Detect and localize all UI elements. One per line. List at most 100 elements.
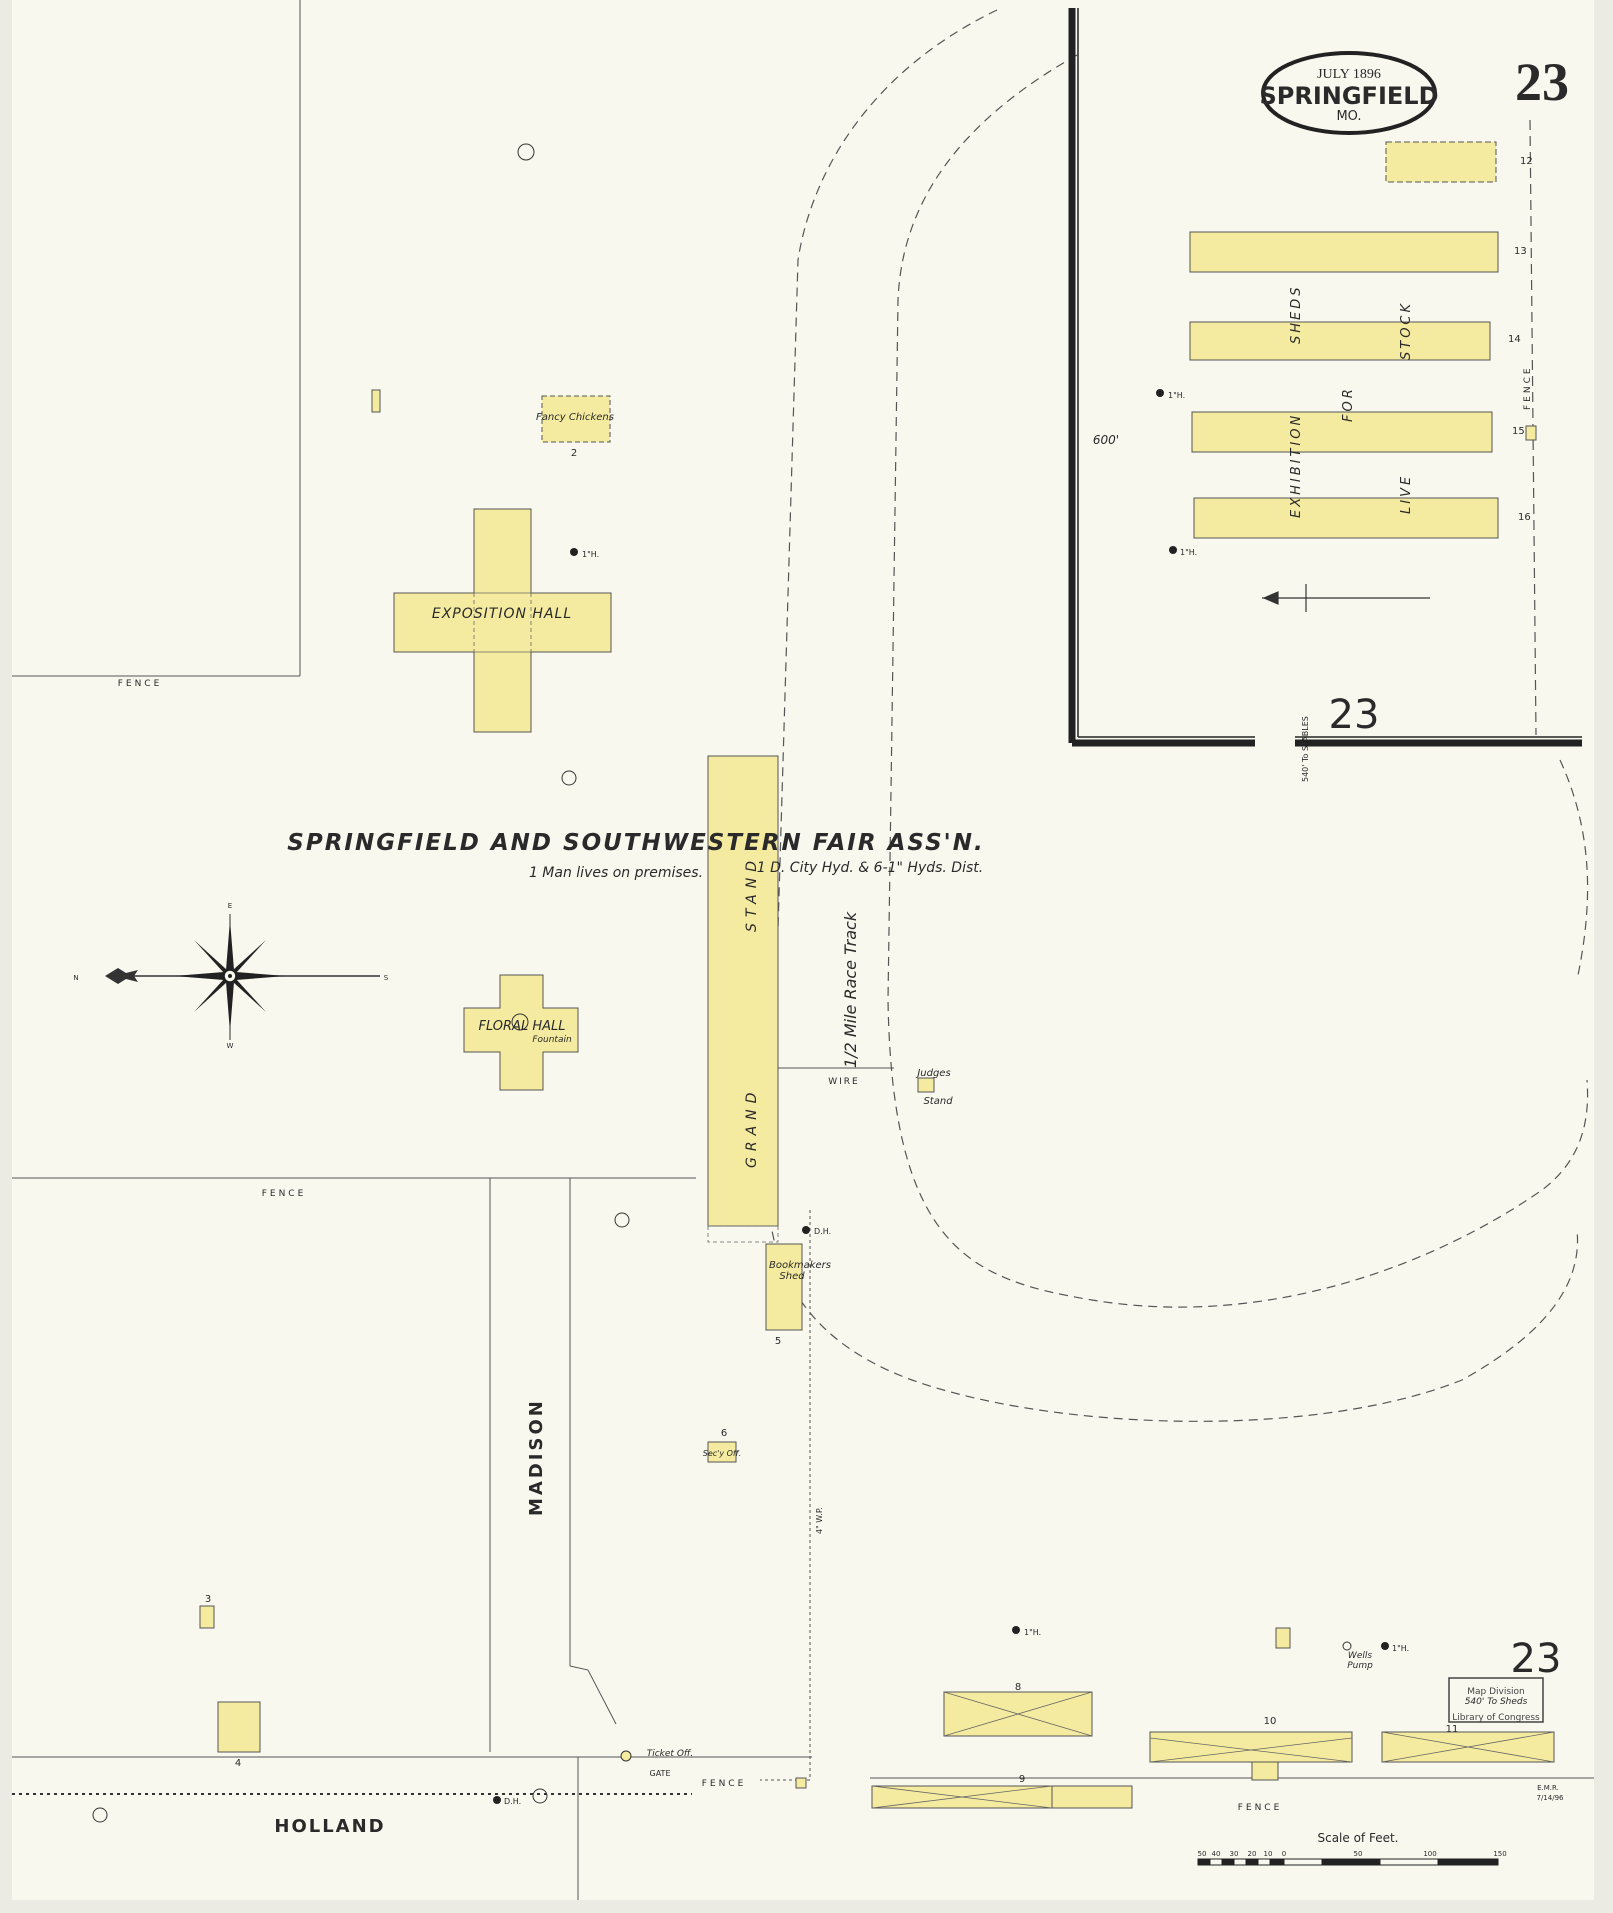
- compass-rose: [105, 914, 380, 1040]
- lot-number-10: 10: [1264, 1716, 1277, 1727]
- hydrant-label-2: 1"H.: [1168, 391, 1185, 400]
- race-track-label: 1/2 Mile Race Track: [841, 911, 860, 1068]
- lot-number-3: 3: [205, 1594, 211, 1605]
- fancy-chickens-label: Fancy Chickens: [536, 412, 614, 423]
- lot-number-9: 9: [1019, 1774, 1025, 1785]
- inset-sheet-number: 23: [1329, 692, 1380, 738]
- scale-tick-40: 40: [1212, 1850, 1221, 1858]
- header-date: JULY 1896: [1317, 67, 1381, 82]
- lot-number-2: 2: [571, 448, 577, 459]
- wells-pump-label-1: Wells: [1348, 1651, 1372, 1661]
- pipe-label: 4" W.P.: [815, 1507, 824, 1534]
- bookmakers-shed-building: [765, 1243, 803, 1331]
- header-city: SPRINGFIELD: [1259, 82, 1438, 110]
- header-state: MO.: [1336, 109, 1361, 124]
- sheds-word-exhibition: EXHIBITION: [1289, 413, 1304, 518]
- compass-e: E: [228, 902, 232, 910]
- judges-stand-label-1: Judges: [915, 1068, 950, 1079]
- race-track: [767, 9, 1589, 1422]
- judges-stand-building: [917, 1077, 935, 1093]
- map-sheet: JULY 1896 SPRINGFIELD MO. 23 SPRINGFIELD…: [12, 0, 1594, 1900]
- exposition-hall-label: EXPOSITION HALL: [432, 606, 572, 622]
- scale-tick-30: 30: [1230, 1850, 1239, 1858]
- hydrant-label-1: 1"H.: [582, 550, 599, 559]
- small-building-a: [371, 389, 381, 413]
- building-10: [1149, 1731, 1353, 1763]
- small-building-b: [795, 1777, 807, 1789]
- scale-bar: [1197, 1858, 1499, 1866]
- sheds-word-stock: STOCK: [1399, 301, 1414, 360]
- shed-14: [1189, 321, 1491, 361]
- madison-street-label: MADISON: [526, 1398, 547, 1516]
- bookmakers-label-2: Shed: [779, 1271, 805, 1282]
- fence-label-1: FENCE: [118, 679, 163, 689]
- initials-date: 7/14/96: [1537, 1794, 1565, 1802]
- water-pipe-line: [760, 1210, 811, 1781]
- hydrant-label-3: 1"H.: [1180, 548, 1197, 557]
- fence-label-inset: FENCE: [1523, 365, 1533, 410]
- inset-north-arrow: [1262, 584, 1430, 612]
- scale-tick-50a: 50: [1198, 1850, 1207, 1858]
- lot-number-6: 6: [721, 1428, 727, 1439]
- scale-tick-20: 20: [1248, 1850, 1257, 1858]
- building-4: [217, 1701, 261, 1753]
- grand-stand-building: [707, 755, 779, 1227]
- header-cartouche: [1261, 51, 1437, 135]
- compass-n: N: [73, 974, 78, 982]
- fence-label-3: FENCE: [702, 1779, 747, 1789]
- sanborn-map: JULY 1896 SPRINGFIELD MO. 23 SPRINGFIELD…: [12, 0, 1594, 1900]
- scale-tick-0: 0: [1282, 1850, 1286, 1858]
- text-layer: JULY 1896 SPRINGFIELD MO. 23 SPRINGFIELD…: [73, 52, 1569, 1858]
- bookmakers-label-1: Bookmakers: [769, 1260, 831, 1271]
- distance-600: 600': [1093, 433, 1119, 447]
- building-3: [199, 1605, 215, 1629]
- sheds-word-sheds: SHEDS: [1289, 284, 1304, 344]
- secty-office-building: [707, 1441, 737, 1463]
- inset-frame: [1068, 8, 1582, 747]
- scale-title: Scale of Feet.: [1317, 1831, 1398, 1845]
- hydrant-label-4: 1"H.: [1024, 1628, 1041, 1637]
- compass-s: S: [384, 974, 389, 982]
- fancy-chickens-building: [541, 395, 611, 443]
- scale-tick-10: 10: [1264, 1850, 1273, 1858]
- judges-stand-label-2: Stand: [923, 1096, 953, 1107]
- lower-sheet-number: 23: [1511, 1636, 1562, 1682]
- lot-number-4: 4: [235, 1758, 241, 1769]
- shed-12: [1385, 141, 1497, 183]
- lot-number-8: 8: [1015, 1682, 1021, 1693]
- sheet-number: 23: [1515, 52, 1569, 112]
- property-lines: [12, 0, 1594, 1900]
- building-9b: [1051, 1785, 1133, 1809]
- holland-street-label: HOLLAND: [274, 1816, 385, 1837]
- small-building-d: [1525, 425, 1537, 441]
- sheds-word-live: LIVE: [1399, 474, 1414, 514]
- hydrant-label-5: 1"H.: [1392, 1644, 1409, 1653]
- distance-540-sheds: 540' To Sheds: [1465, 1697, 1528, 1707]
- scale-tick-150: 150: [1493, 1850, 1506, 1858]
- scale-tick-50b: 50: [1354, 1850, 1363, 1858]
- fence-label-2: FENCE: [262, 1189, 307, 1199]
- grand-stand-label-1: GRAND: [744, 1087, 760, 1168]
- hydrant-markers: [493, 389, 1389, 1804]
- floral-hall-label: FLORAL HALL: [478, 1019, 565, 1034]
- dh-label-1: D.H.: [814, 1227, 831, 1236]
- building-details: [473, 592, 1555, 1809]
- lot-number-5: 5: [775, 1336, 781, 1347]
- library-stamp: [1448, 1677, 1544, 1723]
- ticket-office-label: Ticket Off.: [647, 1749, 694, 1759]
- distance-540-stables: 540' To STABLES: [1301, 716, 1310, 782]
- wire-label: WIRE: [828, 1077, 860, 1087]
- elevation-circles: [92, 143, 1352, 1823]
- stamp-line-1: Map Division: [1467, 1687, 1525, 1697]
- shed-number-14: 14: [1508, 334, 1521, 345]
- shed-number-16: 16: [1518, 512, 1531, 523]
- shed-number-13: 13: [1514, 246, 1527, 257]
- shed-13: [1189, 231, 1499, 273]
- secty-office-label: Sec'y Off.: [703, 1449, 742, 1458]
- shed-number-12: 12: [1520, 156, 1533, 167]
- title-note-1: 1 Man lives on premises.: [529, 865, 703, 881]
- fence-label-4: FENCE: [1238, 1803, 1283, 1813]
- stamp-line-2: Library of Congress: [1452, 1713, 1540, 1723]
- building-10-annex: [1251, 1761, 1279, 1781]
- initials: E.M.R.: [1537, 1784, 1559, 1792]
